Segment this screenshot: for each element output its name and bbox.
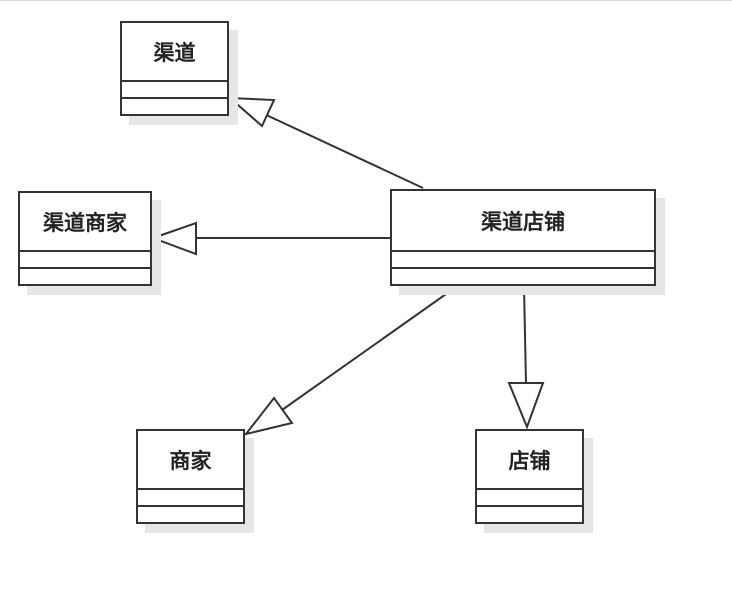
- generalization-arrowhead-merchant: [243, 396, 294, 436]
- attributes-section: [477, 488, 582, 505]
- class-channel-store[interactable]: 渠道店铺: [390, 189, 656, 286]
- operations-section: [392, 267, 654, 284]
- generalization-edge-store: [523, 286, 527, 384]
- class-name-channel-store: 渠道店铺: [481, 208, 565, 234]
- class-name-channel-merchant: 渠道商家: [43, 209, 127, 235]
- generalization-edge-merchant: [281, 286, 457, 411]
- class-store[interactable]: 店铺: [475, 429, 584, 524]
- attributes-section: [122, 80, 227, 97]
- attributes-section: [20, 250, 150, 267]
- generalization-edge-channel: [261, 112, 424, 189]
- class-channel[interactable]: 渠道: [120, 21, 229, 116]
- operations-section: [477, 505, 582, 522]
- class-channel-merchant[interactable]: 渠道商家: [18, 191, 152, 286]
- attributes-section: [392, 250, 654, 267]
- class-merchant[interactable]: 商家: [136, 429, 245, 524]
- generalization-arrowhead-channel-merchant: [150, 221, 197, 256]
- operations-section: [122, 97, 227, 114]
- class-name-store: 店铺: [508, 447, 551, 473]
- generalization-arrowhead-channel: [227, 96, 276, 128]
- operations-section: [20, 267, 150, 284]
- top-border: [0, 0, 732, 1]
- attributes-section: [138, 488, 243, 505]
- generalization-arrowhead-store: [507, 382, 545, 430]
- operations-section: [138, 505, 243, 522]
- class-name-channel: 渠道: [153, 39, 196, 65]
- class-name-merchant: 商家: [169, 447, 212, 473]
